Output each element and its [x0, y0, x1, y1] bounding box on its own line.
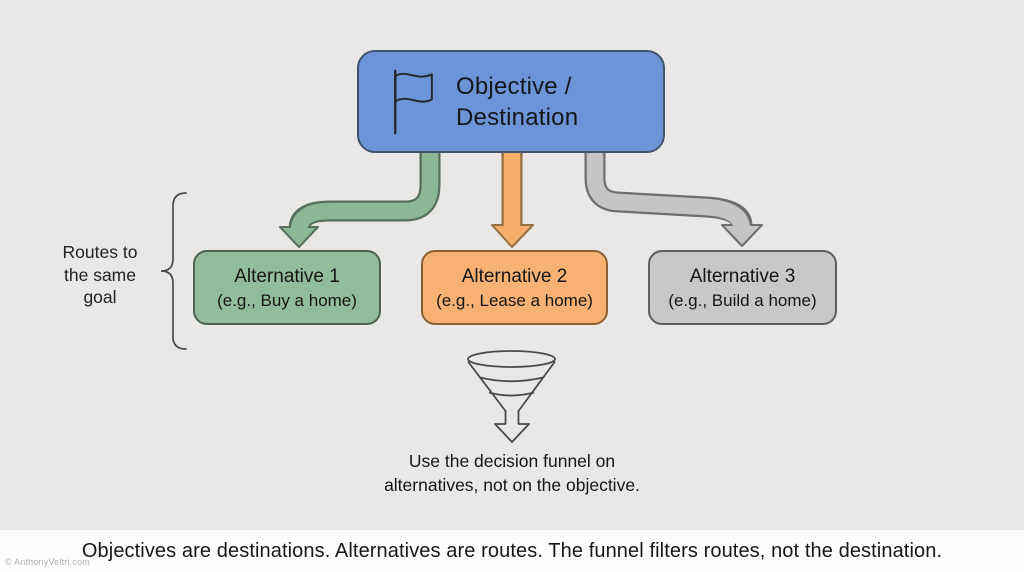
alternative-3-subtitle: (e.g., Build a home): [668, 290, 817, 310]
routes-label-line3: goal: [83, 287, 117, 307]
watermark: © AnthonyVeltri.com: [5, 557, 90, 567]
objective-label-line2: Destination: [456, 103, 579, 131]
gray-arrow-fill: [586, 153, 751, 231]
routes-label: Routes to the same goal: [38, 241, 162, 309]
curly-brace: [160, 192, 187, 350]
objective-label: Objective / Destination: [456, 71, 578, 133]
routes-label-line2: the same: [64, 264, 136, 285]
alternative-3-box: Alternative 3 (e.g., Build a home): [648, 250, 837, 325]
orange-arrow: [491, 153, 534, 248]
alternative-2-box: Alternative 2 (e.g., Lease a home): [421, 250, 608, 325]
funnel-icon: [467, 350, 556, 443]
funnel-cone-right: [517, 360, 556, 412]
funnel-band-2: [488, 391, 535, 397]
funnel-band-1: [479, 376, 544, 383]
objective-destination-box: Objective / Destination: [357, 50, 665, 153]
flag-icon: [394, 69, 433, 134]
alternative-1-box: Alternative 1 (e.g., Buy a home): [193, 250, 381, 325]
objective-label-line1: Objective /: [456, 72, 572, 100]
funnel-caption-line2: alternatives, not on the objective.: [384, 474, 640, 495]
funnel-caption-line1: Use the decision funnel on: [408, 451, 616, 471]
alternative-1-subtitle: (e.g., Buy a home): [217, 290, 357, 310]
funnel-cone-left: [467, 360, 507, 412]
alternative-1-title: Alternative 1: [234, 265, 340, 287]
takeaway-text: Objectives are destinations. Alternative…: [81, 539, 943, 562]
funnel-caption: Use the decision funnel on alternatives,…: [342, 450, 682, 497]
takeaway-bar: Objectives are destinations. Alternative…: [0, 530, 1024, 572]
green-arrow-fill: [290, 153, 439, 232]
routes-label-line1: Routes to: [62, 242, 138, 262]
gray-arrow: [584, 153, 763, 247]
alternative-2-title: Alternative 2: [461, 265, 568, 287]
alternative-2-subtitle: (e.g., Lease a home): [436, 290, 593, 310]
funnel-rim: [467, 350, 556, 368]
funnel-spout-arrow: [494, 410, 530, 443]
green-arrow: [279, 153, 441, 248]
alternative-3-title: Alternative 3: [689, 265, 796, 287]
